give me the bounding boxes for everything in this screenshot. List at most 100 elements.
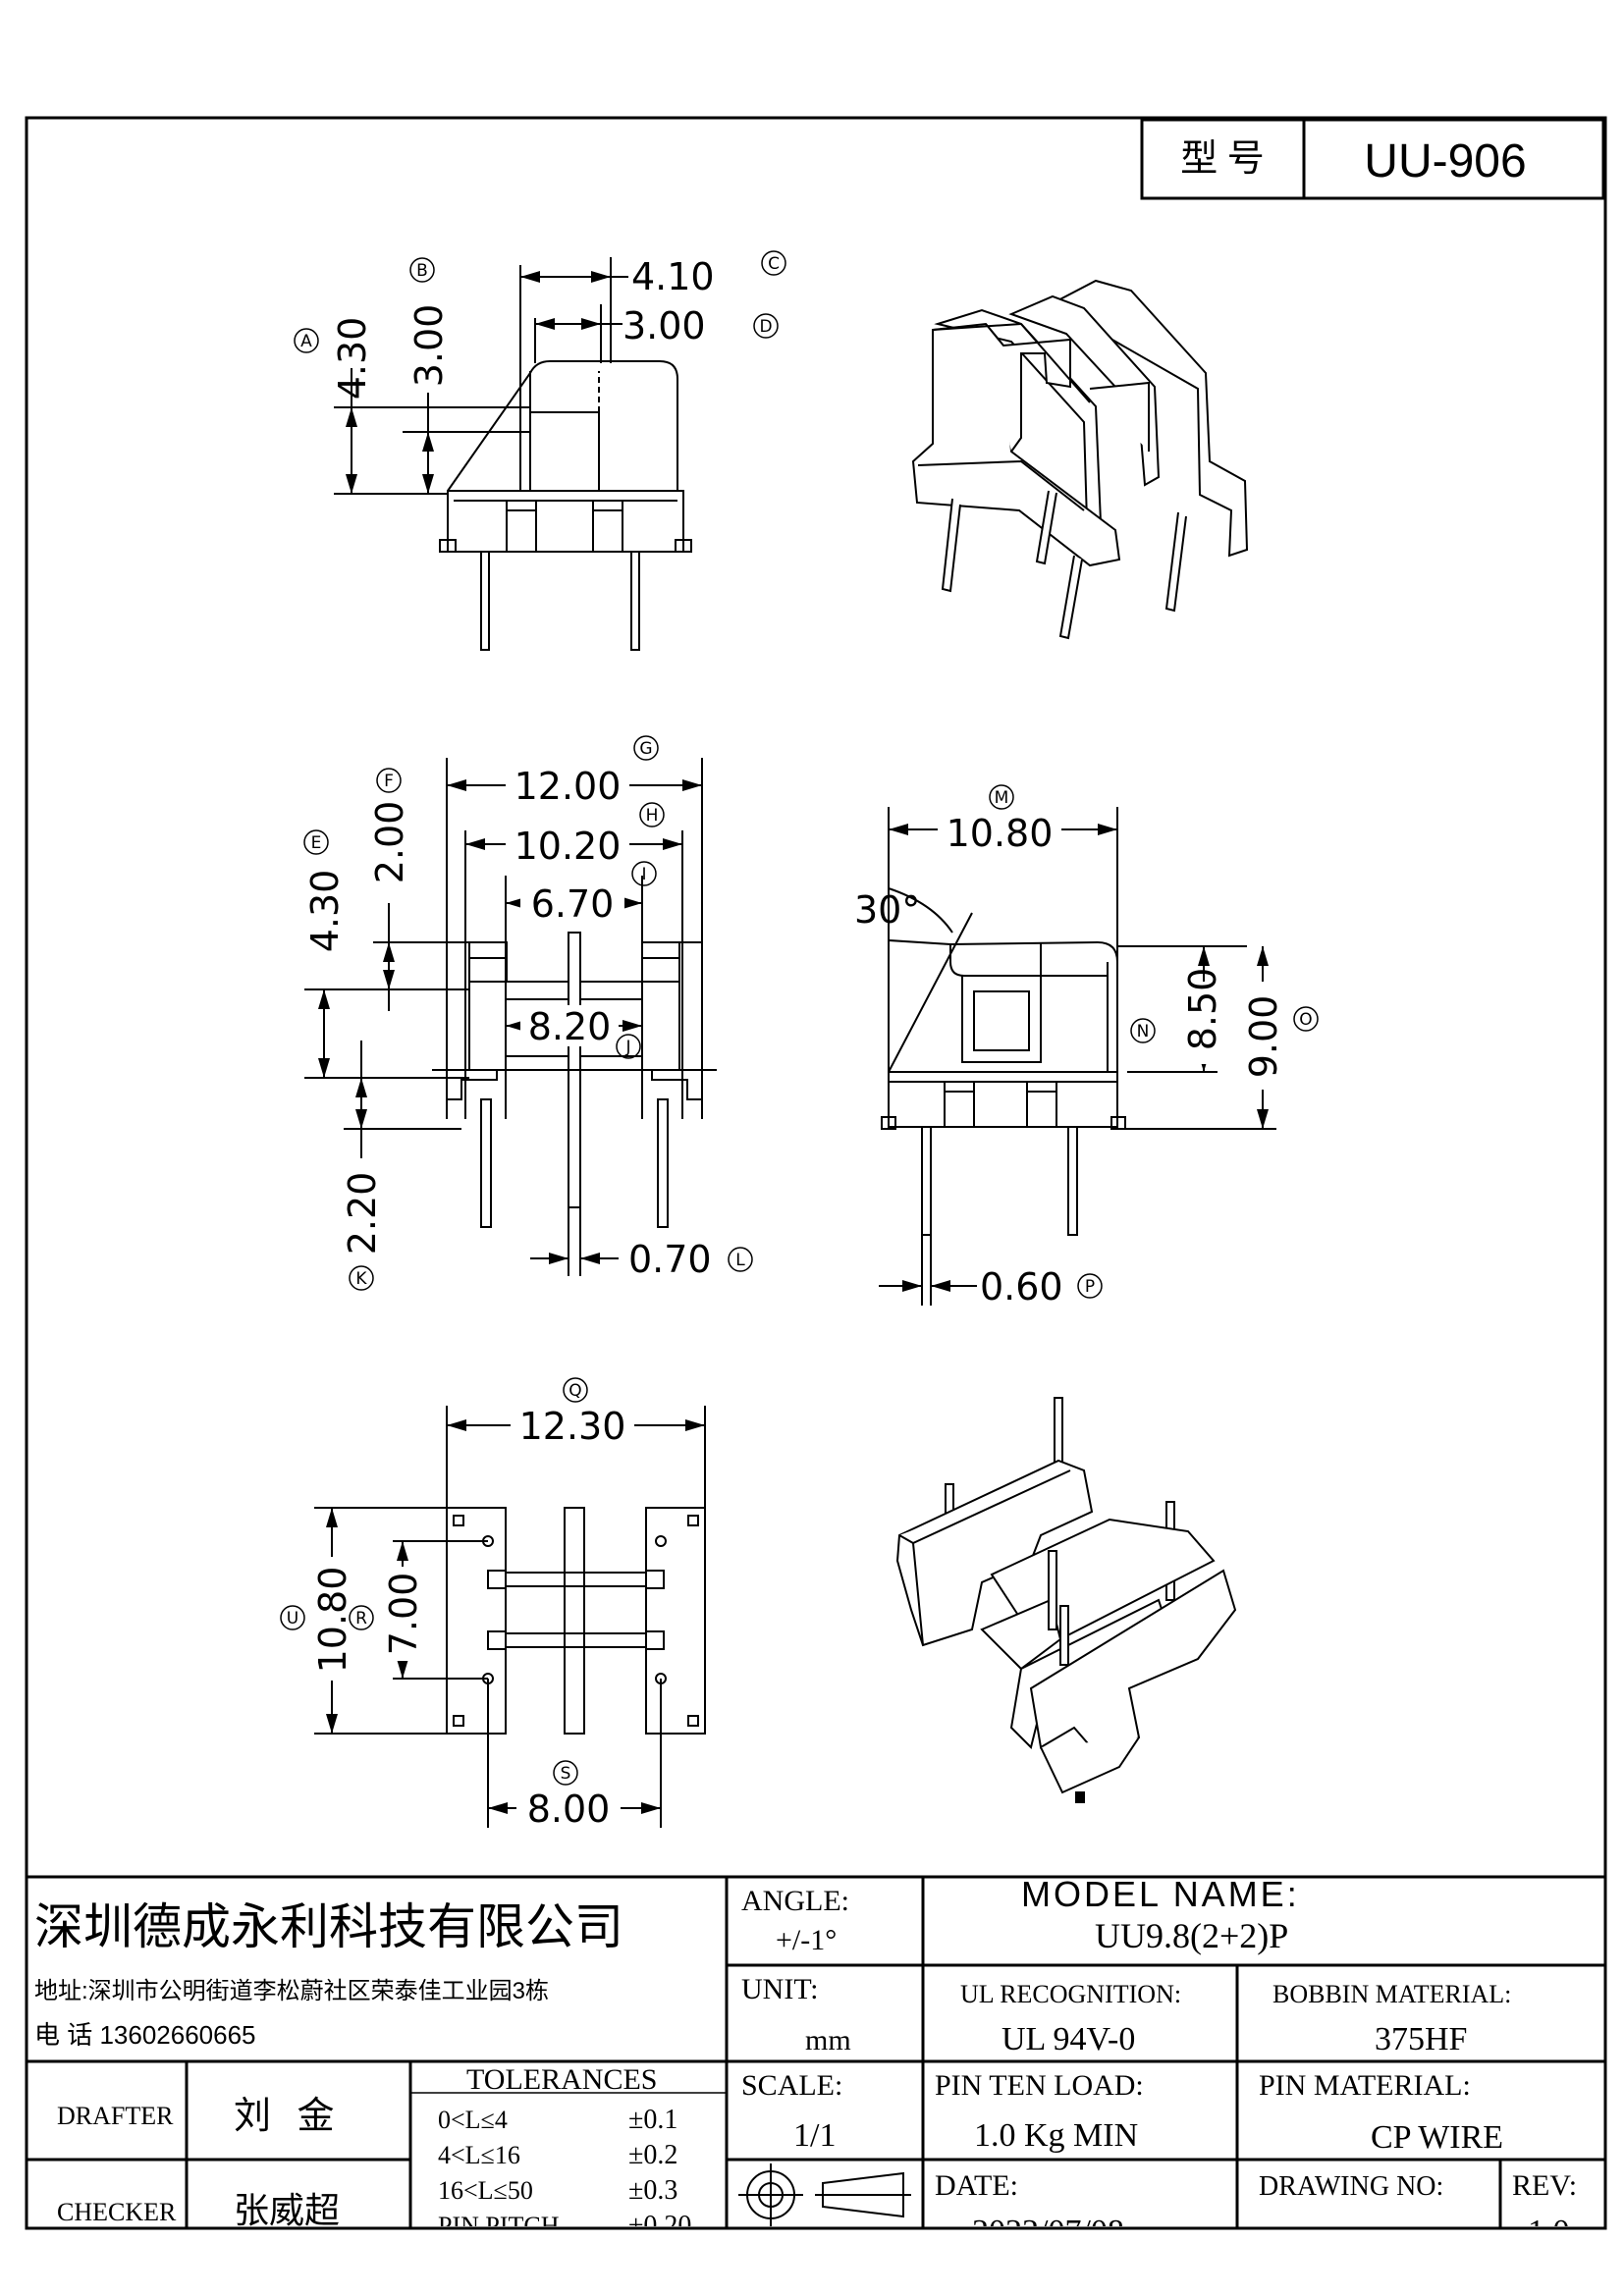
center-flange: [565, 1508, 584, 1734]
callout-h: [640, 803, 664, 827]
bottom-view-dims: 12.30 Q 10.80 U 7.00 R 8.00 S: [281, 1378, 634, 1831]
dim-q-value: 12.30: [519, 1405, 626, 1448]
dim-h-value: 10.20: [514, 825, 622, 868]
callout-g: [634, 736, 658, 760]
pin-left: [481, 1099, 491, 1227]
callout-b: [410, 258, 434, 282]
pin-right: [1068, 1127, 1077, 1235]
checker-label: CHECKER: [57, 2198, 177, 2226]
callout-q-letter: Q: [568, 1381, 581, 1401]
callout-r-letter: R: [355, 1609, 367, 1629]
dim-a-value: 4.30: [331, 317, 374, 400]
left-flange: [447, 1508, 506, 1734]
type-label: 型 号: [1180, 138, 1265, 180]
callout-s-letter: S: [561, 1764, 571, 1784]
callout-m: [990, 785, 1013, 809]
callout-d-letter: D: [759, 317, 772, 337]
tolerance-table: 0<L≤4 ±0.1 4<L≤16 ±0.2 16<L≤50 ±0.3 PIN …: [438, 2105, 691, 2241]
unit-value: mm: [805, 2024, 851, 2056]
tol-value-4: ±0.20: [628, 2211, 691, 2241]
callout-a: [295, 329, 318, 352]
date-label: DATE:: [935, 2169, 1018, 2202]
isometric-view-top: [913, 281, 1247, 638]
model-name-value: UU9.8(2+2)P: [1095, 1916, 1288, 1955]
tol-range-4: PIN PITCH: [438, 2212, 560, 2240]
callout-u: [281, 1606, 304, 1629]
callout-j-letter: J: [624, 1038, 630, 1057]
callout-m-letter: M: [995, 788, 1009, 808]
base-block: [448, 491, 683, 552]
drawing-no-label: DRAWING NO:: [1259, 2171, 1443, 2202]
dim-i-value: 6.70: [531, 882, 615, 926]
callout-n-letter: N: [1137, 1022, 1150, 1041]
callout-u-letter: U: [287, 1609, 298, 1629]
dim-p-value: 0.60: [980, 1265, 1063, 1308]
callout-s: [554, 1761, 577, 1785]
callout-c: [762, 251, 785, 275]
company-phone: 电 话 13602660665: [34, 2020, 256, 2050]
callout-n: [1131, 1019, 1155, 1042]
rev-label: REV:: [1512, 2169, 1577, 2202]
callout-e-letter: E: [311, 833, 322, 853]
projection-symbol: [738, 2163, 911, 2226]
dim-k-value: 2.20: [341, 1172, 384, 1255]
callout-a-letter: A: [300, 332, 312, 351]
front-view-dims: 12.00 G 10.20 H 6.70 I 8.20 J 4.30 E 2.0…: [303, 736, 752, 1290]
isometric-view-bottom: [897, 1398, 1235, 1802]
callout-d: [754, 314, 778, 338]
pin-right: [631, 552, 639, 650]
pin-material-value: CP WIRE: [1371, 2119, 1503, 2156]
callout-c-letter: C: [768, 254, 780, 274]
tol-value-1: ±0.1: [628, 2105, 677, 2135]
title-block-text: 深圳德成永利科技有限公司 地址:深圳市公明街道李松蔚社区荣泰佳工业园3栋 电 话…: [34, 1874, 1577, 2250]
callout-g-letter: G: [639, 739, 652, 759]
company-name: 深圳德成永利科技有限公司: [34, 1899, 623, 1954]
scale-label: SCALE:: [741, 2069, 842, 2102]
callout-f: [377, 769, 401, 792]
callout-r: [350, 1606, 373, 1629]
date-value: 2022/07/08: [972, 2214, 1124, 2250]
dim-u-value: 10.80: [311, 1567, 354, 1674]
callout-j: [617, 1035, 640, 1058]
callout-h-letter: H: [646, 806, 659, 826]
angle-value: 30°: [854, 888, 920, 932]
model-code: UU-906: [1364, 135, 1526, 187]
model-name-label: MODEL NAME:: [1021, 1874, 1300, 1914]
bobbin-material-value: 375HF: [1375, 2021, 1467, 2057]
pin-ten-load-value: 1.0 Kg MIN: [974, 2117, 1138, 2154]
dim-l-value: 0.70: [628, 1238, 712, 1281]
callout-l: [729, 1248, 752, 1271]
angle-value: +/-1°: [776, 1924, 837, 1956]
tolerances-label: TOLERANCES: [466, 2063, 657, 2096]
pin-ten-load-label: PIN TEN LOAD:: [935, 2069, 1144, 2102]
tol-range-3: 16<L≤50: [438, 2176, 533, 2205]
callout-f-letter: F: [384, 772, 394, 791]
dim-d-value: 3.00: [623, 304, 706, 347]
pin-material-label: PIN MATERIAL:: [1259, 2069, 1471, 2102]
dim-c-value: 4.10: [631, 255, 715, 298]
base-block: [889, 1072, 1117, 1127]
side-view-top-dims: 4.10 C 3.00 D 4.30 A 3.00 B: [295, 251, 785, 400]
callout-q: [564, 1378, 587, 1402]
dim-s-value: 8.00: [527, 1788, 611, 1831]
callout-p: [1078, 1274, 1102, 1298]
side-view-dims: 10.80 M 30° 8.50 N 9.00 O 0.60 P: [854, 785, 1318, 1308]
dim-b-value: 3.00: [407, 304, 451, 388]
front-view: [304, 758, 717, 1276]
drafter-label: DRAFTER: [57, 2102, 174, 2130]
rev-value: 1.0: [1528, 2214, 1570, 2250]
side-view-top: [334, 257, 691, 650]
scale-value: 1/1: [793, 2117, 836, 2154]
model-header-box: 型 号 UU-906: [1142, 120, 1603, 198]
unit-label: UNIT:: [741, 1973, 819, 2005]
pin-left: [481, 552, 489, 650]
tol-value-3: ±0.3: [628, 2175, 677, 2206]
title-block: [27, 1877, 1605, 2228]
pin-right: [658, 1099, 668, 1227]
company-address: 地址:深圳市公明街道李松蔚社区荣泰佳工业园3栋: [34, 1978, 549, 2004]
callout-i-letter: I: [641, 865, 646, 884]
callout-k: [350, 1266, 373, 1290]
callout-p-letter: P: [1085, 1277, 1095, 1297]
callout-k-letter: K: [355, 1269, 367, 1289]
